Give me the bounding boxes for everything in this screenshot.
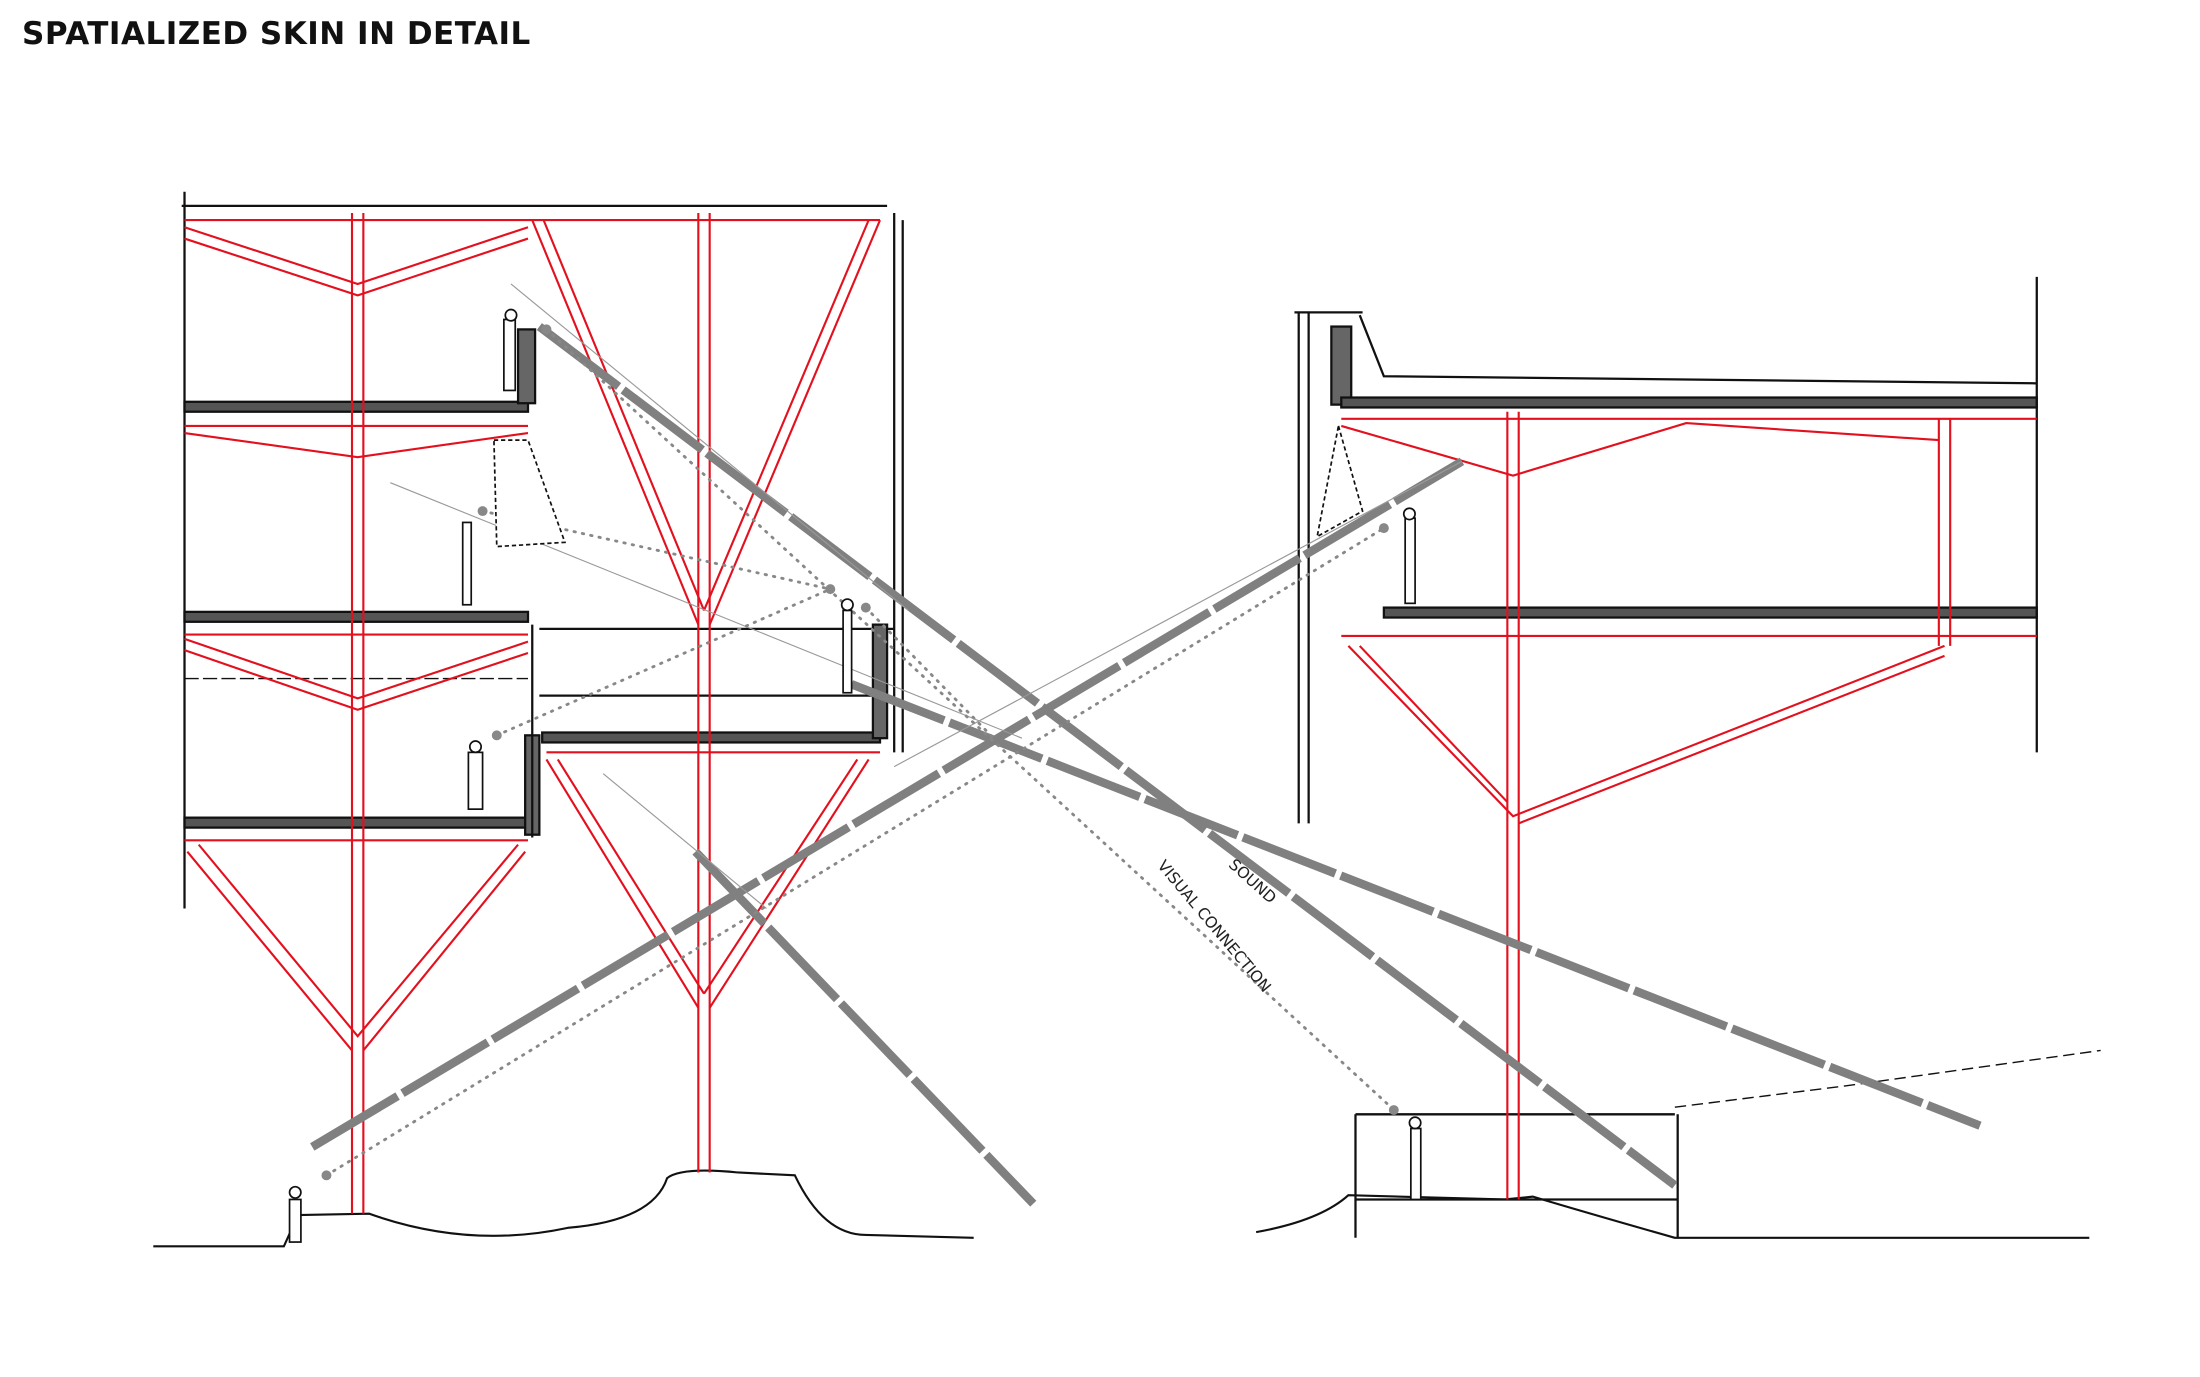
ground-line bbox=[153, 1049, 2101, 1248]
viewpoint-dots bbox=[321, 324, 1399, 1181]
right-building-structure bbox=[1340, 411, 2037, 1200]
left-building-structure bbox=[184, 213, 881, 1214]
thin-sightlines bbox=[390, 283, 1463, 909]
sound-rays bbox=[310, 323, 1982, 1207]
people-figures bbox=[288, 308, 1422, 1243]
left-building-outline bbox=[181, 191, 904, 909]
diagram-title: SPATIALIZED SKIN IN DETAIL bbox=[22, 16, 531, 52]
right-building-outline bbox=[1294, 276, 2038, 1238]
